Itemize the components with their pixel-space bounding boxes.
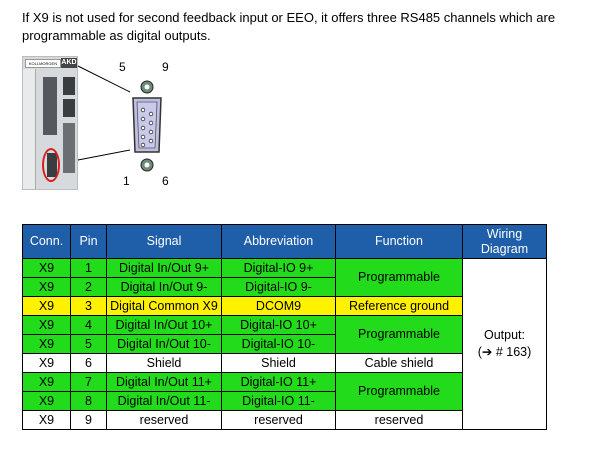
cell-pin: 7 [70,372,107,392]
cell-abbreviation: Digital-IO 10+ [221,315,336,335]
cell-pin: 8 [70,391,107,411]
cell-abbreviation: Shield [221,353,336,373]
pin-label-9: 9 [162,60,169,74]
cell-pin: 1 [70,258,107,278]
cell-function: Programmable [335,372,463,411]
header-wiring: Wiring Diagram [462,224,547,259]
cell-conn: X9 [22,258,71,278]
cell-wiring: Output: (➔ # 163) [462,258,547,430]
cell-signal: Digital In/Out 10- [106,334,222,354]
cell-abbreviation: Digital-IO 11+ [221,372,336,392]
wiring-page-reference: (➔ # 163) [477,345,532,359]
cell-signal: Digital In/Out 11+ [106,372,222,392]
cell-signal: reserved [106,410,222,430]
cell-signal: Digital In/Out 10+ [106,315,222,335]
table-row: X9 3 Digital Common X9 DCOM9 Reference g… [22,296,547,316]
cell-signal: Shield [106,353,222,373]
cell-pin: 9 [70,410,107,430]
cell-pin: 5 [70,334,107,354]
cell-conn: X9 [22,353,71,373]
header-function: Function [335,224,463,259]
table-header-row: Conn. Pin Signal Abbreviation Function W… [22,224,547,259]
model-badge: AKD [61,58,77,68]
pin-label-6: 6 [162,174,169,188]
cell-conn: X9 [22,315,71,335]
cell-conn: X9 [22,372,71,392]
sub-d-connector-drawing [77,65,162,172]
cell-function: reserved [335,410,463,430]
cell-signal: Digital In/Out 9+ [106,258,222,278]
cell-abbreviation: reserved [221,410,336,430]
header-pin: Pin [70,224,107,259]
intro-text: If X9 is not used for second feedback in… [22,10,556,43]
header-conn: Conn. [22,224,71,259]
cell-function: Programmable [335,315,463,354]
x9-highlight [42,148,60,182]
cell-pin: 2 [70,277,107,297]
cell-signal: Digital Common X9 [106,296,222,316]
table-row: X9 6 Shield Shield Cable shield [22,353,547,373]
cell-function: Cable shield [335,353,463,373]
cell-signal: Digital In/Out 11- [106,391,222,411]
table-row: X9 7 Digital In/Out 11+ Digital-IO 11+ P… [22,372,547,411]
cell-abbreviation: Digital-IO 9+ [221,258,336,278]
pin-label-1: 1 [123,174,130,188]
cell-pin: 6 [70,353,107,373]
connector-pins [140,107,154,148]
cell-abbreviation: Digital-IO 11- [221,391,336,411]
cell-conn: X9 [22,296,71,316]
cell-conn: X9 [22,410,71,430]
cell-abbreviation: Digital-IO 10- [221,334,336,354]
header-signal: Signal [106,224,222,259]
brand-logo: KOLLMORGEN [25,59,61,68]
cell-conn: X9 [22,277,71,297]
table-row: X9 9 reserved reserved reserved [22,410,547,430]
table-row: X9 1 Digital In/Out 9+ Digital-IO 9+ Pro… [22,258,547,430]
cell-signal: Digital In/Out 9- [106,277,222,297]
cell-pin: 3 [70,296,107,316]
cell-conn: X9 [22,334,71,354]
drive-image: KOLLMORGEN AKD [22,56,78,190]
wiring-output-label: Output: [484,328,525,342]
table-row: X9 4 Digital In/Out 10+ Digital-IO 10+ P… [22,315,547,354]
cell-abbreviation: DCOM9 [221,296,336,316]
header-abbreviation: Abbreviation [221,224,336,259]
cell-abbreviation: Digital-IO 9- [221,277,336,297]
cell-conn: X9 [22,391,71,411]
cell-function: Programmable [335,258,463,297]
cell-pin: 4 [70,315,107,335]
x9-pinout-table: Conn. Pin Signal Abbreviation Function W… [22,224,547,430]
pin-label-5: 5 [119,60,126,74]
cell-function: Reference ground [335,296,463,316]
